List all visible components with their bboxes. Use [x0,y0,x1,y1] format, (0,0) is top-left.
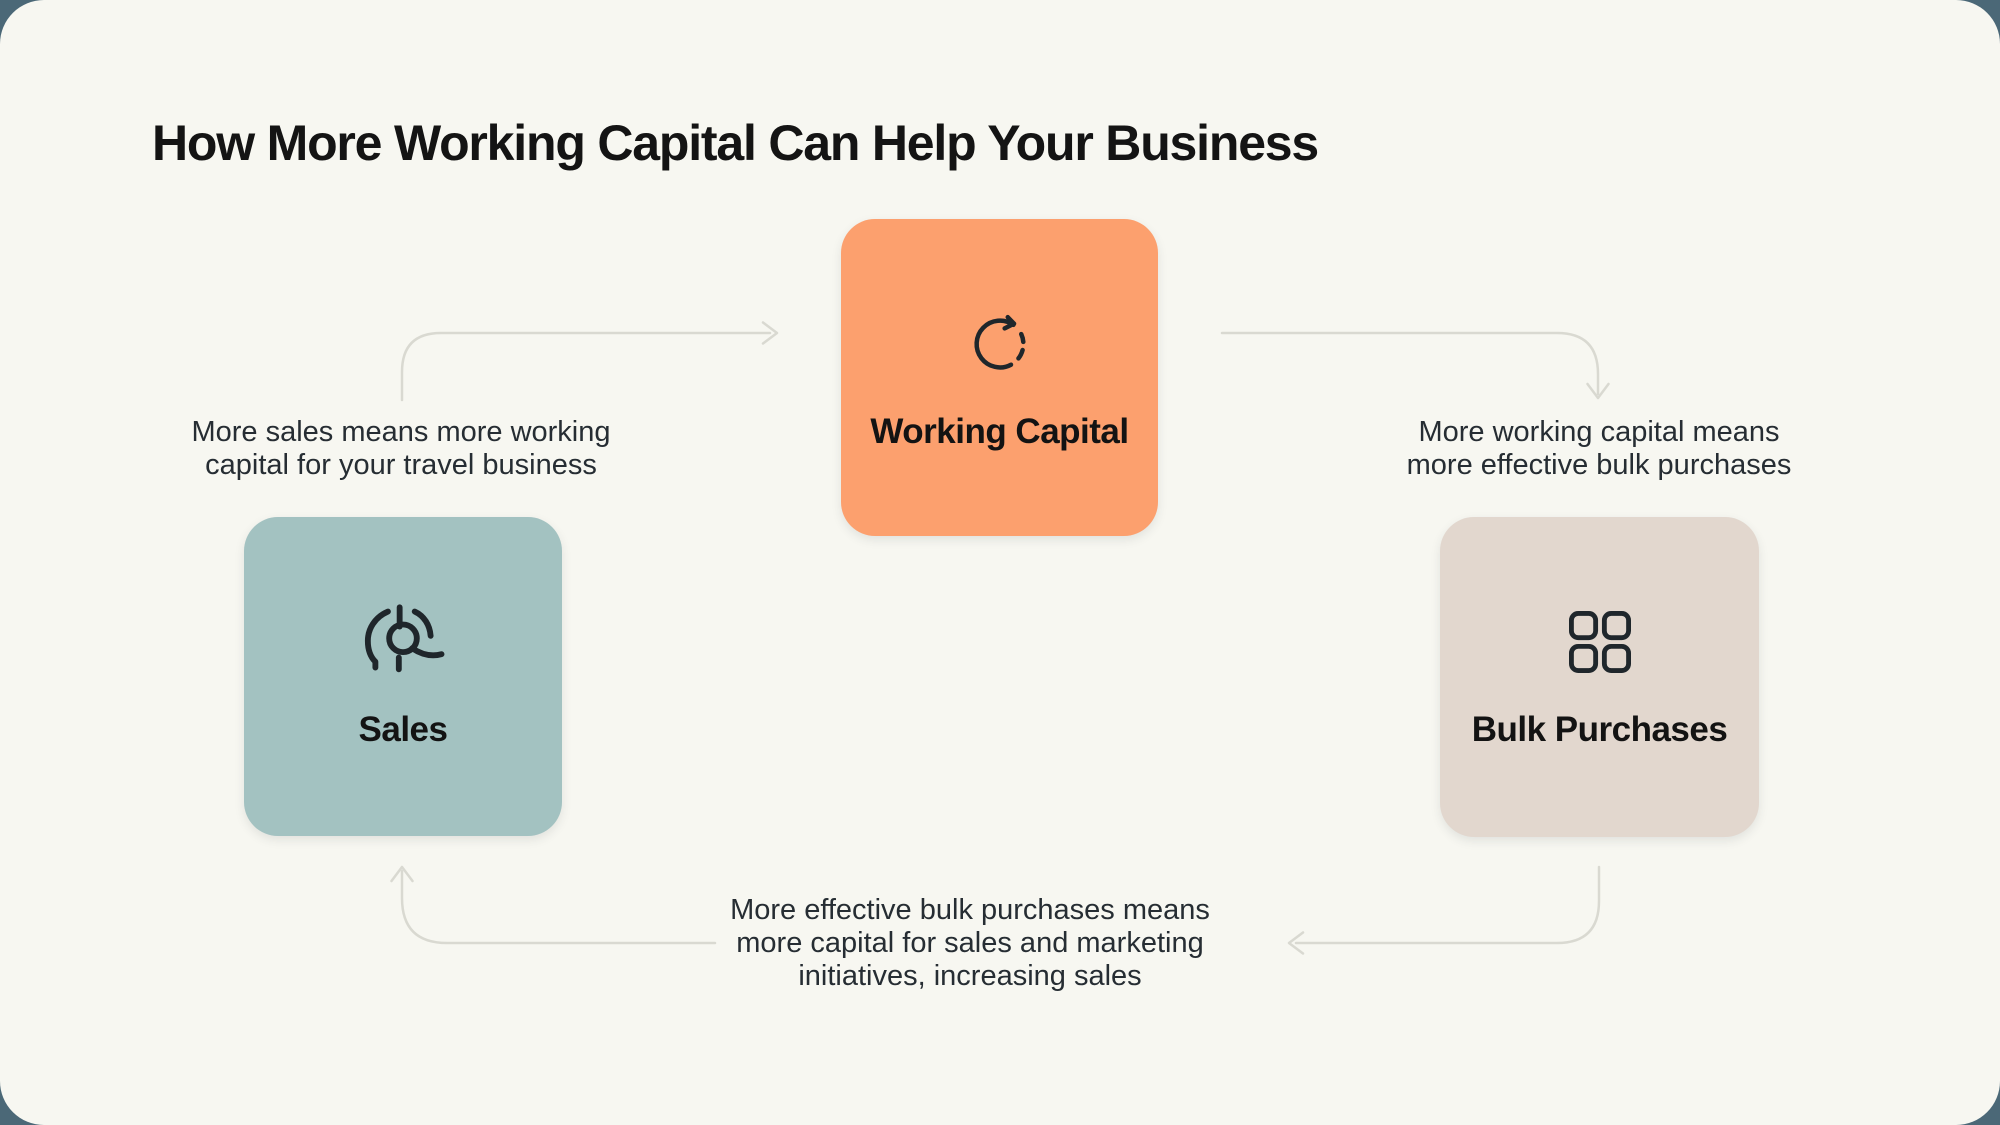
arrowhead-up-icon [390,865,414,883]
working-capital-icon-wrap [841,305,1158,383]
arrow-bulk-to-caption [1287,865,1601,955]
caption-line: More sales means more working [191,416,611,448]
sales-label: Sales [358,710,448,749]
bulk-purchases-label: Bulk Purchases [1471,710,1728,749]
node-working-capital: Working Capital [841,219,1158,536]
caption-line: More working capital means [1418,416,1780,448]
arrow-caption-to-sales [390,865,717,945]
grid-squares-icon [1568,611,1631,673]
refresh-cycle-icon [973,314,1026,370]
caption-line: more effective bulk purchases [1406,449,1792,481]
bulk-purchases-icon-wrap [1440,603,1759,681]
caption-line: more capital for sales and marketing [736,927,1204,959]
page-title: How More Working Capital Can Help Your B… [152,114,1319,171]
caption-line: capital for your travel business [205,449,597,481]
arrowhead-right-icon [761,321,779,345]
caption-bulk-to-sales: More effective bulk purchases means more… [670,894,1270,993]
node-sales: Sales [244,517,562,836]
caption-line: initiatives, increasing sales [798,960,1142,992]
node-bulk-purchases: Bulk Purchases [1440,517,1759,837]
caption-sales-to-working-capital: More sales means more working capital fo… [151,416,651,482]
sales-icon [364,603,445,672]
arrow-sales-to-working-capital [400,321,779,402]
caption-working-capital-to-bulk: More working capital means more effectiv… [1349,416,1849,482]
working-capital-label: Working Capital [870,412,1129,451]
arrowhead-left-icon [1287,931,1305,955]
arrowhead-down-icon [1586,382,1610,400]
caption-line: More effective bulk purchases means [730,894,1210,926]
sales-icon-wrap [244,603,562,681]
arrow-working-capital-to-bulk [1220,331,1610,400]
